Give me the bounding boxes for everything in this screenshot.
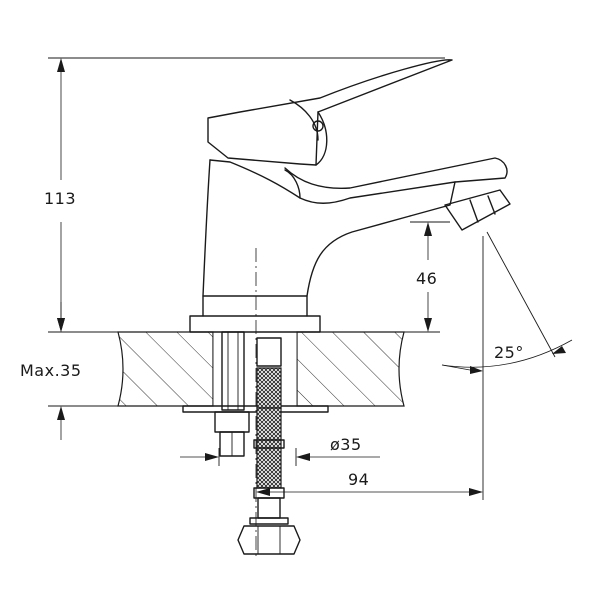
base-plate xyxy=(189,315,321,333)
dimension-spout-height: 46 xyxy=(416,222,437,332)
max-thickness-label: Max.35 xyxy=(20,361,82,380)
spout-height-label: 46 xyxy=(416,269,437,288)
dimension-max-thickness: Max.35 xyxy=(20,302,82,440)
dimension-spout-angle: 25° xyxy=(441,339,573,374)
body-column xyxy=(202,159,211,297)
threaded-stud xyxy=(221,331,245,411)
mounting-nut xyxy=(214,411,250,433)
countertop-left xyxy=(117,331,214,407)
hose-braided-upper xyxy=(256,367,282,409)
hose-upper xyxy=(256,337,282,367)
mounting-hardware xyxy=(182,331,329,555)
dimension-hole-diameter: ø35 xyxy=(180,435,380,466)
countertop-right xyxy=(296,331,405,407)
dimension-spout-reach: 94 xyxy=(256,470,483,496)
base-collar xyxy=(202,295,308,317)
countertop-hole-right xyxy=(280,332,297,406)
countertop-hole-left xyxy=(213,332,255,406)
faucet-body xyxy=(189,59,511,333)
angle-ray xyxy=(486,231,556,358)
extension-lines xyxy=(48,57,556,500)
hole-diameter-label: ø35 xyxy=(330,435,362,454)
lever-handle xyxy=(207,59,453,166)
handle-pivot xyxy=(312,120,324,132)
mounting-plate xyxy=(182,405,329,413)
spout-reach-label: 94 xyxy=(348,470,369,489)
spout-angle-label: 25° xyxy=(494,343,524,362)
height-total-label: 113 xyxy=(44,189,76,208)
hose-hex-fitting xyxy=(237,525,301,555)
aerator xyxy=(444,189,511,231)
countertop-section xyxy=(117,331,405,407)
dimension-height-total: 113 xyxy=(44,58,76,332)
